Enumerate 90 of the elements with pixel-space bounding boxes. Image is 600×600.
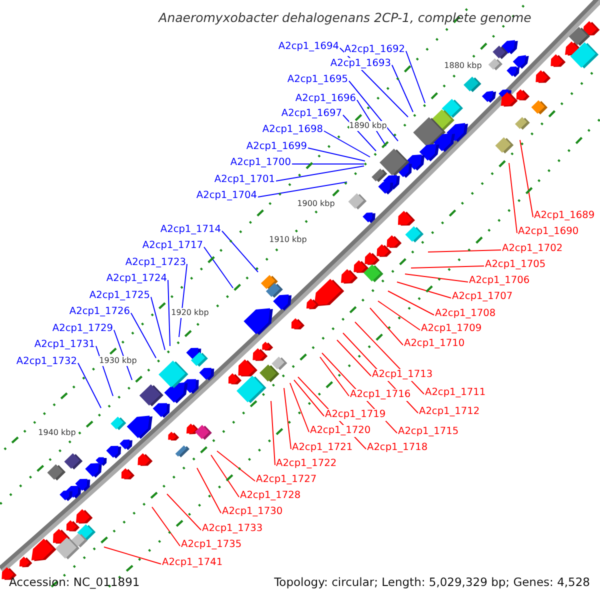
- leader-line: [168, 280, 170, 346]
- leader-line: [104, 546, 162, 564]
- leader-line: [324, 130, 370, 158]
- leader-line: [320, 356, 350, 396]
- gene-label: A2cp1_1729: [52, 323, 113, 335]
- gene-label: A2cp1_1702: [502, 243, 563, 255]
- gene-label: A2cp1_1700: [230, 157, 291, 169]
- leader-line: [178, 264, 188, 338]
- leader-line: [196, 468, 222, 514]
- leader-line: [130, 312, 156, 358]
- leader-line: [404, 274, 468, 282]
- gene-label: A2cp1_1694: [278, 41, 339, 53]
- gene-label: A2cp1_1717: [142, 240, 203, 252]
- scale-label: 1900 kbp: [297, 199, 335, 209]
- gene-label: A2cp1_1724: [106, 273, 167, 285]
- leader-line: [336, 340, 372, 376]
- gene-label: A2cp1_1690: [518, 226, 579, 238]
- title: Anaeromyxobacter dehalogenans 2CP-1, complete genome: [157, 10, 532, 25]
- gene-label: A2cp1_1718: [367, 442, 428, 454]
- gene-label: A2cp1_1709: [421, 323, 482, 335]
- leader-line: [276, 166, 364, 182]
- gene-label: A2cp1_1715: [398, 426, 459, 438]
- leader-line: [78, 362, 102, 408]
- leader-line: [388, 290, 434, 316]
- scale-label: 1910 kbp: [269, 235, 307, 245]
- gene-label: A2cp1_1725: [89, 290, 150, 302]
- gene-label: A2cp1_1711: [425, 387, 486, 399]
- gene-label: A2cp1_1689: [534, 210, 595, 222]
- leader-line: [284, 388, 292, 450]
- leader-line: [396, 282, 452, 298]
- leader-line: [406, 50, 426, 104]
- scale-label: 1930 kbp: [99, 356, 137, 366]
- gene-label: A2cp1_1714: [160, 224, 221, 236]
- gene-label: A2cp1_1731: [34, 339, 95, 351]
- gene-label: A2cp1_1707: [452, 291, 513, 303]
- scale-label: 1890 kbp: [349, 121, 387, 131]
- leader-line: [216, 450, 256, 482]
- scale-label: 1920 kbp: [171, 308, 209, 318]
- gene-label: A2cp1_1692: [344, 44, 405, 56]
- gene-label: A2cp1_1705: [485, 259, 546, 271]
- gene-label: A2cp1_1719: [325, 409, 386, 421]
- gene-label: A2cp1_1735: [181, 539, 242, 551]
- gene-label: A2cp1_1727: [256, 474, 317, 486]
- gene-label: A2cp1_1733: [202, 523, 263, 535]
- gene-label: A2cp1_1696: [295, 93, 356, 105]
- gene-label: A2cp1_1704: [196, 190, 257, 202]
- leader-line: [222, 230, 258, 272]
- scale-label: 1940 kbp: [38, 428, 76, 438]
- gene-label: A2cp1_1720: [310, 425, 371, 437]
- footer-text: Accession: NC_011891: [9, 575, 140, 589]
- gene-label: A2cp1_1706: [469, 275, 530, 287]
- gene-label: A2cp1_1726: [69, 306, 130, 318]
- gene-label: A2cp1_1695: [287, 74, 348, 86]
- gene-label: A2cp1_1741: [162, 557, 223, 569]
- gene-label: A2cp1_1697: [281, 108, 342, 120]
- gene-label: A2cp1_1713: [372, 369, 433, 381]
- gene-label: A2cp1_1721: [292, 442, 353, 454]
- leader-line: [204, 246, 234, 288]
- gene-label: A2cp1_1732: [16, 356, 77, 368]
- gene-label: A2cp1_1723: [125, 257, 186, 269]
- leader-line: [290, 382, 310, 432]
- leader-line: [150, 296, 166, 350]
- gene-label: A2cp1_1730: [222, 506, 283, 518]
- gene-label: A2cp1_1699: [246, 141, 307, 153]
- gene-label: A2cp1_1722: [276, 458, 337, 470]
- gene-label: A2cp1_1712: [419, 406, 480, 418]
- gene-label: A2cp1_1698: [262, 124, 323, 136]
- leader-line: [508, 162, 518, 234]
- gene-label: A2cp1_1701: [214, 174, 275, 186]
- leader-line: [270, 400, 276, 466]
- gene-label: A2cp1_1708: [435, 308, 496, 320]
- leader-line: [210, 454, 240, 498]
- leader-line: [294, 380, 324, 416]
- gene-label: A2cp1_1728: [240, 490, 301, 502]
- gene-label: A2cp1_1710: [404, 338, 465, 350]
- leader-line: [348, 80, 398, 142]
- leader-line: [428, 250, 502, 252]
- leader-line: [166, 494, 202, 530]
- footer-text: Topology: circular; Length: 5,029,329 bp; Genes: 4,528: [274, 575, 590, 589]
- leader-line: [392, 64, 414, 112]
- leader-line: [152, 506, 180, 546]
- gene-label: A2cp1_1693: [330, 58, 391, 70]
- leader-line: [410, 266, 484, 268]
- gene-label: A2cp1_1716: [350, 389, 411, 401]
- scale-label: 1880 kbp: [444, 61, 482, 71]
- leader-line: [308, 148, 366, 162]
- leader-line: [520, 140, 534, 218]
- leader-line: [258, 182, 348, 198]
- leader-line: [378, 300, 420, 330]
- leader-line: [370, 308, 404, 346]
